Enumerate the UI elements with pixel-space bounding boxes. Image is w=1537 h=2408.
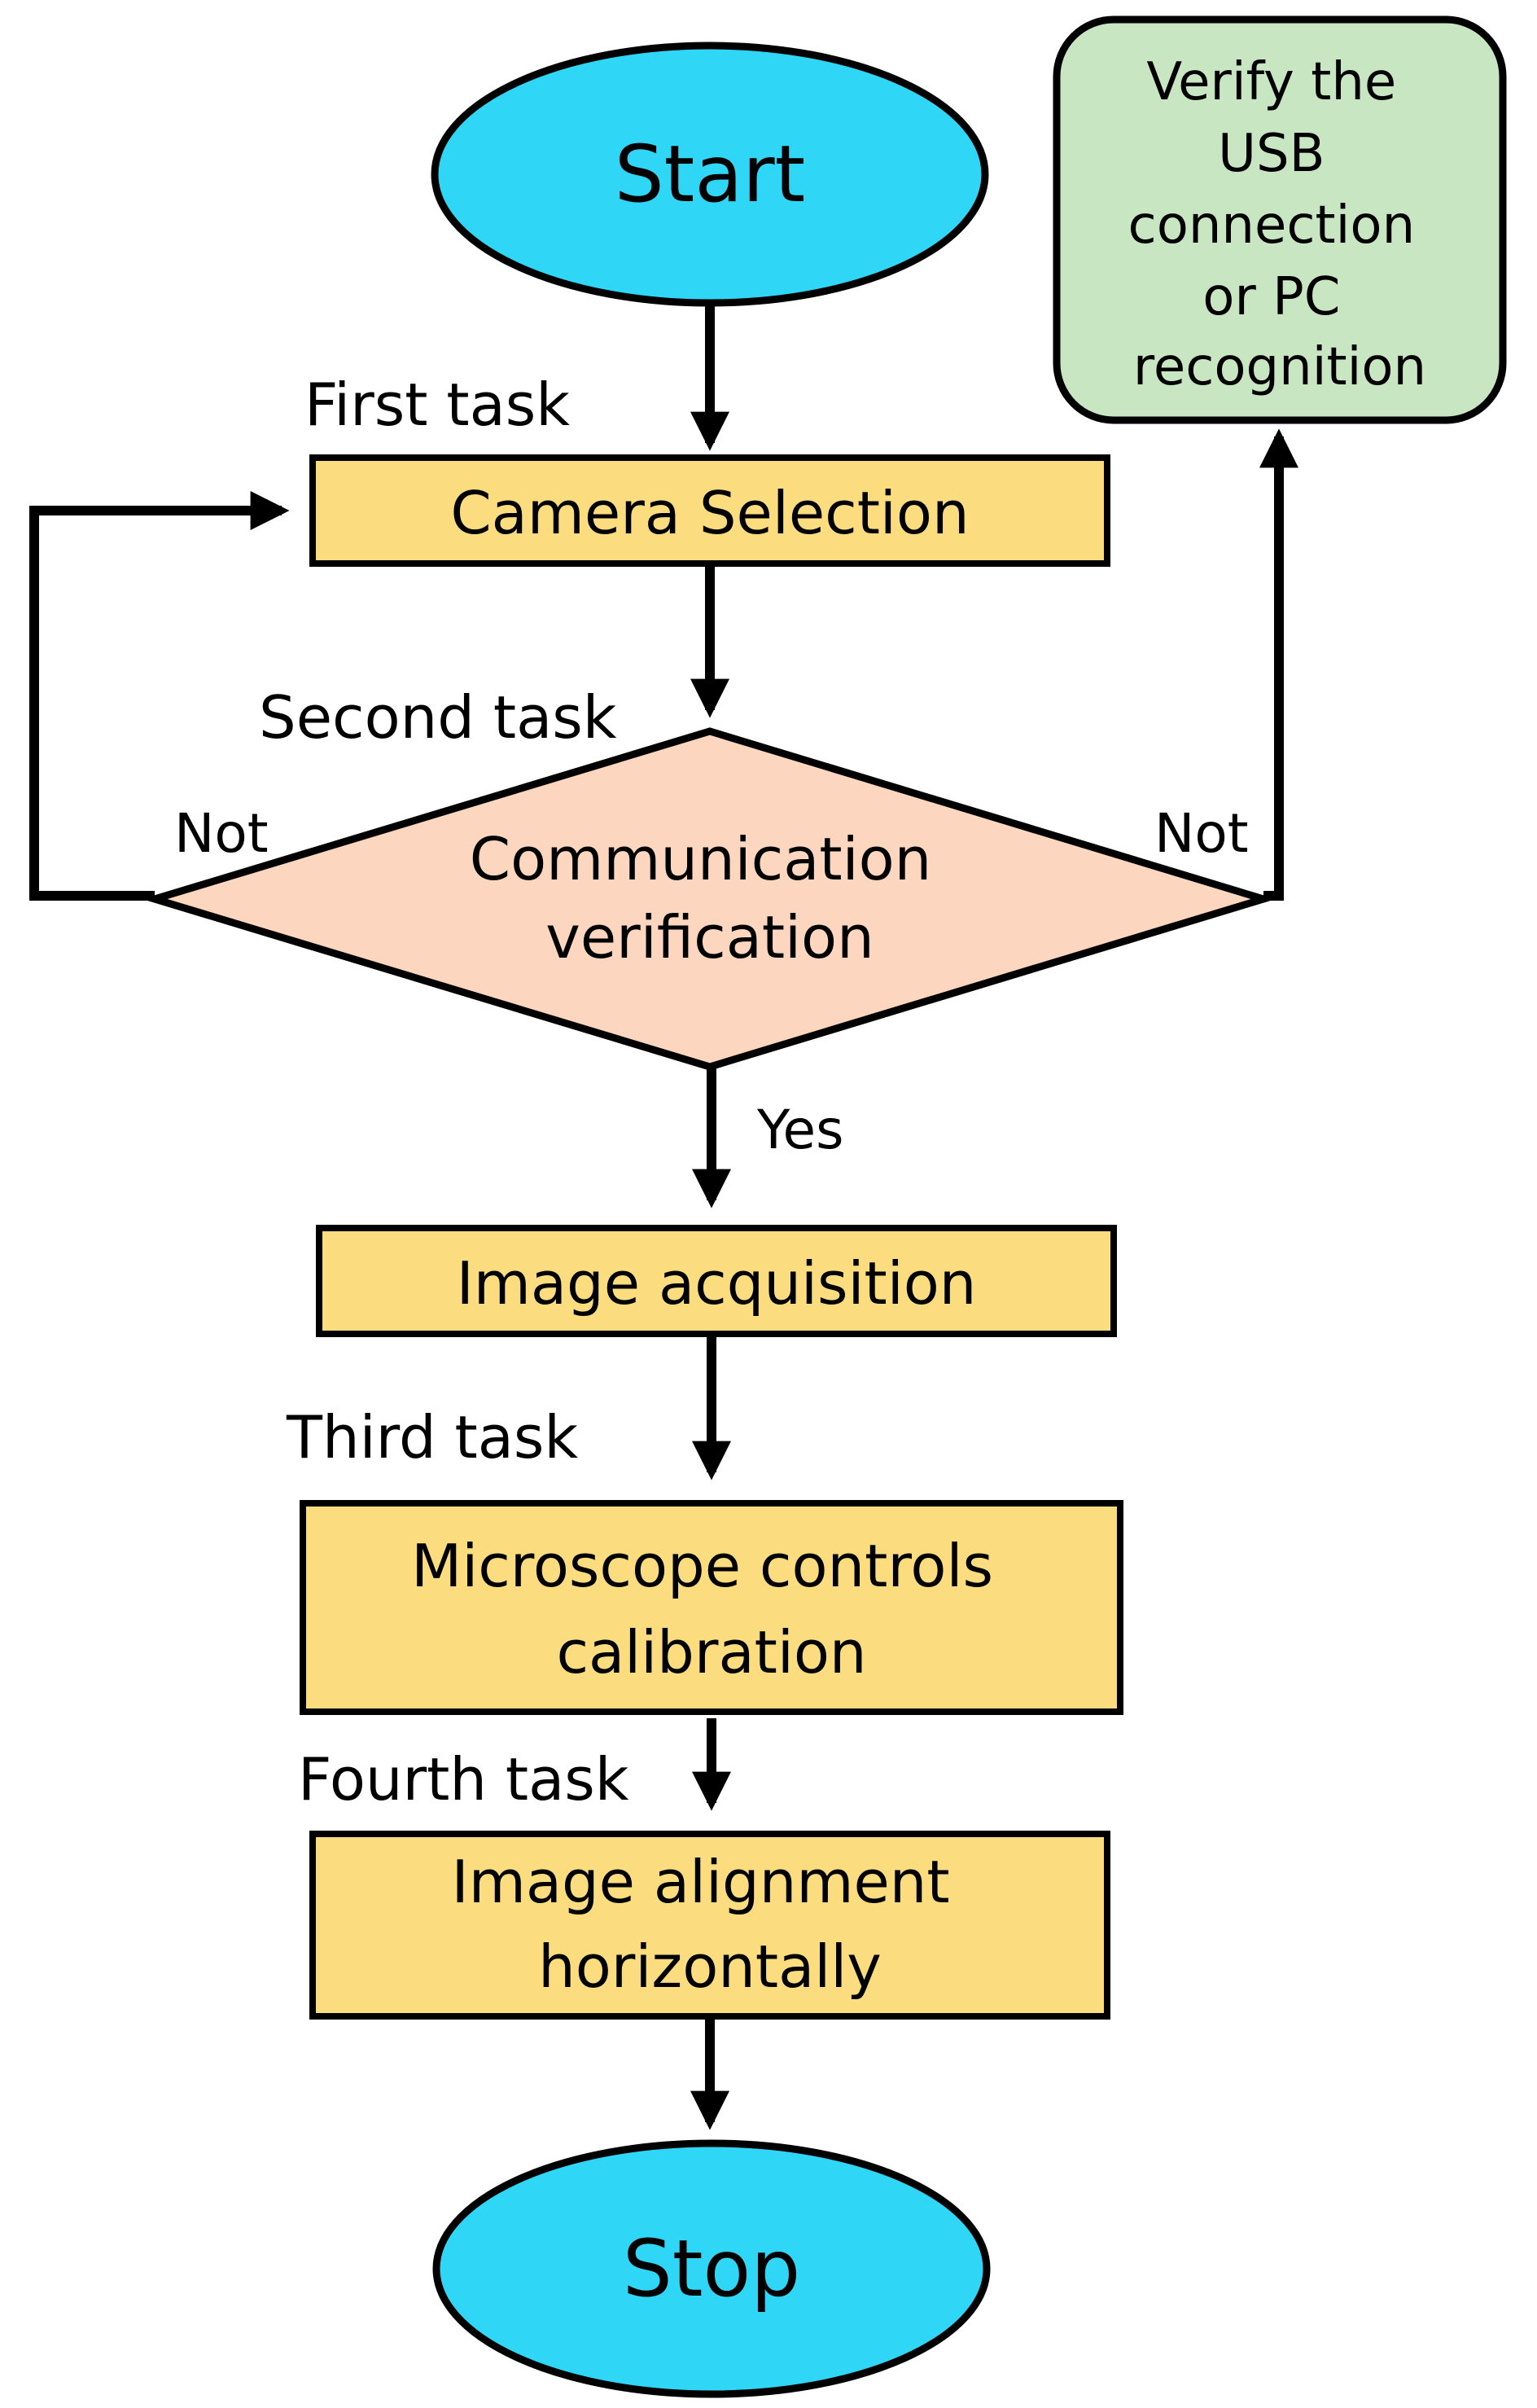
image-acquisition-node: Image acquisition [316, 1225, 1117, 1337]
second-task-label: Second task [259, 683, 617, 752]
microscope-calibration-line: calibration [556, 1618, 866, 1686]
communication-verification-node: Communication verification [142, 727, 1276, 1071]
start-label: Start [615, 129, 806, 220]
microscope-calibration-text: Microscope controls calibration [411, 1532, 1012, 1686]
verify-usb-line: Verify the [1146, 52, 1396, 112]
loop-not-left-to-camera [29, 491, 290, 901]
image-alignment-line: horizontally [538, 1932, 882, 2001]
verify-usb-node: Verify the USB connection or PC recognit… [1053, 15, 1507, 424]
not-right-label: Not [1154, 802, 1249, 865]
image-alignment-box [309, 1831, 1110, 2020]
verify-usb-line: connection [1128, 195, 1416, 256]
camera-selection-node: Camera Selection [309, 454, 1110, 567]
decision-diamond [142, 727, 1276, 1071]
loop-not-right-to-verify [1259, 428, 1298, 901]
image-alignment-text: Image alignment horizontally [451, 1848, 968, 2001]
yes-label: Yes [756, 1099, 844, 1161]
camera-selection-box [309, 454, 1110, 567]
verify-usb-line: or PC [1202, 267, 1340, 327]
image-alignment-node: Image alignment horizontally [309, 1831, 1110, 2020]
verify-usb-text: Verify the USB connection or PC recognit… [1128, 52, 1432, 397]
verify-usb-box [1053, 15, 1507, 424]
start-ellipse [431, 42, 989, 307]
stop-node: Stop [432, 2139, 991, 2398]
connectors [29, 303, 1298, 2130]
image-acquisition-label: Image acquisition [457, 1249, 977, 1318]
camera-selection-label: Camera Selection [450, 479, 969, 547]
third-task-label: Third task [286, 1403, 578, 1472]
stop-label: Stop [623, 2223, 800, 2314]
decision-line: verification [545, 903, 874, 972]
fourth-task-label: Fourth task [298, 1745, 629, 1814]
image-alignment-line: Image alignment [451, 1848, 949, 1916]
start-node: Start [431, 42, 989, 307]
decision-text: Communication verification [470, 825, 950, 972]
microscope-calibration-node: Microscope controls calibration [300, 1500, 1123, 1715]
verify-usb-line: USB [1218, 124, 1325, 184]
decision-line: Communication [470, 825, 932, 893]
verify-usb-line: recognition [1133, 337, 1426, 397]
stop-ellipse [432, 2139, 991, 2398]
microscope-calibration-line: Microscope controls [411, 1532, 993, 1600]
microscope-calibration-box [300, 1500, 1123, 1715]
not-left-label: Not [174, 802, 269, 865]
image-acquisition-box [316, 1225, 1117, 1337]
first-task-label: First task [304, 371, 570, 439]
